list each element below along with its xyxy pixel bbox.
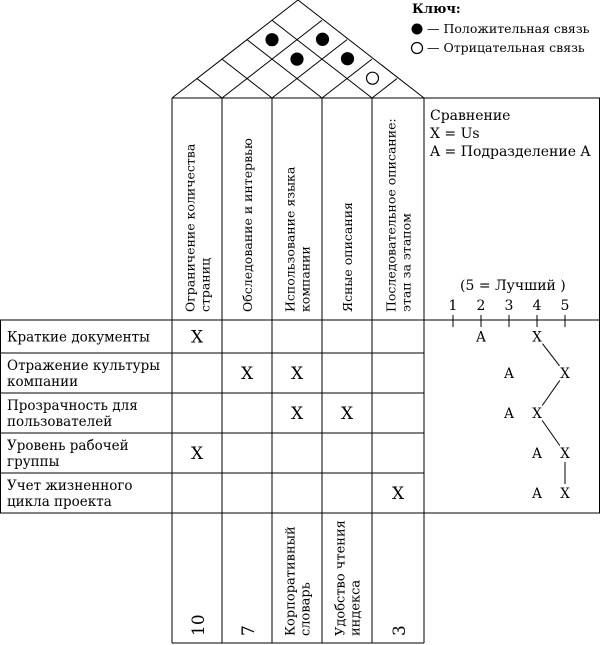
key-negative-label: — Отрицательная связь xyxy=(427,40,585,55)
our-rating-mark: X xyxy=(560,486,570,502)
scale-tick-label: 5 xyxy=(561,298,570,314)
target-value: Корпоративный xyxy=(284,526,299,636)
relationship-mark: X xyxy=(392,484,405,504)
column-label: Обследование и интервью xyxy=(240,138,255,312)
roof-right-edge xyxy=(297,0,425,99)
comparison-header: Сравнение X = Us A = Подразделение A (5 … xyxy=(429,108,591,294)
positive-correlation-symbol xyxy=(411,23,423,35)
roof-left-edge xyxy=(171,0,299,99)
requirement-label: компании xyxy=(7,374,78,390)
relationship-mark: X xyxy=(191,444,204,464)
competitor-rating-mark: A xyxy=(475,330,486,346)
column-label: Последовательное описание: xyxy=(384,118,399,312)
requirement-label: Уровень рабочей xyxy=(7,438,129,454)
column-label: этап за этапом xyxy=(399,213,414,312)
roof-grid-line xyxy=(221,58,273,99)
comparison-title: Сравнение xyxy=(430,108,510,124)
competitive-comparison: A X A X A X A X A X xyxy=(475,330,570,503)
target-value: 3 xyxy=(390,625,410,636)
negative-correlation-symbol xyxy=(365,71,380,85)
column-label: компании xyxy=(298,246,313,312)
key-legend: Ключ: — Положительная связь — Отрицатель… xyxy=(410,2,590,55)
roof-grid-line xyxy=(246,39,323,99)
target-value: 7 xyxy=(239,625,259,636)
column-label: страниц xyxy=(198,258,213,312)
competitor-rating-mark: A xyxy=(503,406,514,422)
roof-grid-line xyxy=(196,78,223,99)
column-label: Ясные описания xyxy=(340,202,355,312)
requirement-label: Прозрачность для xyxy=(7,398,138,414)
roof-grid-line xyxy=(271,39,348,99)
comparison-scale: 1 2 3 4 5 xyxy=(432,298,592,327)
relationship-mark: X xyxy=(291,364,304,384)
scale-tick-label: 2 xyxy=(477,298,486,314)
our-rating-connector xyxy=(542,343,560,367)
requirement-label: Отражение культуры xyxy=(7,358,160,374)
positive-correlation-symbol xyxy=(315,32,330,46)
comparison-x-legend: X = Us xyxy=(430,126,480,142)
requirement-label: цикла проекта xyxy=(7,494,112,510)
relationship-mark: X xyxy=(191,328,204,348)
competitor-rating-mark: A xyxy=(531,446,542,462)
requirement-label: Учет жизненного xyxy=(7,478,133,494)
relationship-mark: X xyxy=(291,404,304,424)
comparison-a-legend: A = Подразделение A xyxy=(429,144,591,160)
relationship-mark: X xyxy=(241,364,254,384)
our-rating-mark: X xyxy=(532,406,542,422)
requirement-label: группы xyxy=(7,454,60,470)
our-rating-connector xyxy=(541,420,561,446)
competitor-rating-mark: A xyxy=(531,486,542,502)
our-rating-mark: X xyxy=(560,366,570,382)
target-value: словарь xyxy=(299,582,314,636)
competitor-rating-mark: A xyxy=(503,366,514,382)
scale-tick-label: 3 xyxy=(505,298,514,314)
relationship-mark: X xyxy=(341,404,354,424)
our-rating-connector xyxy=(541,380,561,406)
key-title: Ключ: xyxy=(412,2,461,17)
target-value: 10 xyxy=(189,614,209,636)
requirement-label: Краткие документы xyxy=(7,330,150,346)
negative-correlation-symbol xyxy=(410,41,424,55)
target-value: индекса xyxy=(349,580,364,636)
roof-grid-line xyxy=(371,78,398,99)
key-positive-label: — Положительная связь xyxy=(427,21,590,36)
correlation-roof xyxy=(171,0,425,99)
scale-label: (5 = Лучший ) xyxy=(460,278,566,294)
our-rating-mark: X xyxy=(560,446,570,462)
target-value: Удобство чтения xyxy=(334,520,349,636)
roof-grid-line xyxy=(271,19,373,99)
positive-correlation-symbol xyxy=(290,52,304,66)
scale-tick-label: 4 xyxy=(533,298,542,314)
positive-correlation-symbol xyxy=(340,52,355,66)
column-label: Использование языка xyxy=(283,166,298,312)
our-rating-mark: X xyxy=(532,330,542,346)
column-label: Ограничение количества xyxy=(183,143,198,312)
requirement-label: пользователей xyxy=(7,414,112,430)
positive-correlation-symbol xyxy=(265,33,279,47)
scale-tick-label: 1 xyxy=(449,298,458,314)
